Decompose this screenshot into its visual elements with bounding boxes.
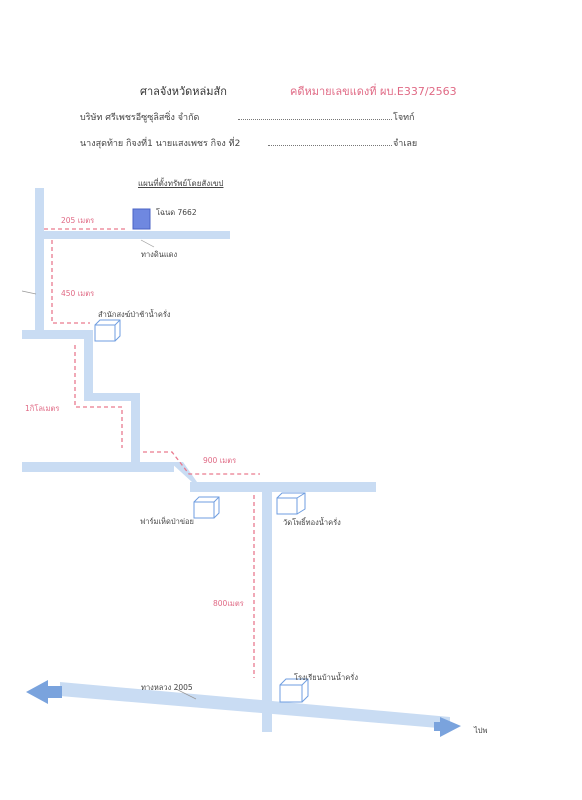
route-segment-3 — [74, 345, 123, 448]
distance-450m: 450 เมตร — [61, 289, 95, 298]
label-highway: ทางหลวง 2005 — [141, 683, 193, 692]
label-school: โรงเรียนบ้านน้ำครั่ง — [294, 673, 358, 682]
building-temple-icon — [276, 492, 306, 515]
pointer-highway — [175, 688, 197, 700]
case-number: คดีหมายเลขแดงที่ ผบ.E337/2563 — [290, 85, 457, 98]
road-school-vertical — [262, 482, 272, 732]
label-direction: ไปพ — [474, 726, 488, 735]
road-left-vertical — [35, 188, 44, 336]
route-segment-2 — [51, 240, 90, 324]
road-mid-vertical-2 — [131, 393, 140, 465]
plaintiff-role: โจทก์ — [393, 113, 415, 123]
road-main-horizontal — [22, 462, 174, 472]
plaintiff-name: บริษัท ศรีเพชรอีซูซุลิสซิ่ง จำกัด — [80, 113, 200, 123]
plaintiff-dots — [238, 119, 392, 120]
arrow-left-icon — [26, 680, 62, 704]
pointer-dirt-road — [140, 239, 155, 248]
road-dirt — [44, 231, 230, 239]
label-temple: วัดโพธิ์ทองน้ำครั่ง — [283, 518, 341, 527]
court-name: ศาลจังหวัดหล่มสัก — [140, 85, 227, 98]
building-mushroom-farm-icon — [193, 496, 220, 519]
road-highway — [60, 682, 450, 729]
route-segment-4 — [143, 451, 260, 475]
road-junction-upper — [22, 330, 92, 339]
defendant-role: จำเลย — [393, 139, 418, 149]
road-lower-horizontal — [190, 482, 376, 492]
label-dirt-road: ทางดินแดง — [141, 250, 178, 259]
road-mid-step — [84, 393, 140, 401]
distance-1km: 1กิโลเมตร — [25, 404, 60, 413]
defendant-dots — [268, 145, 392, 146]
label-title-deed: โฉนด 7662 — [156, 208, 197, 217]
title-deed-plot — [132, 208, 151, 230]
arrow-right-icon — [434, 717, 461, 737]
label-forest-office: สำนักสงฆ์ป่าช้าน้ำครั่ง — [98, 310, 171, 319]
building-forest-office-icon — [94, 319, 121, 342]
map-title: แผนที่ตั้งทรัพย์โดยสังเขป — [138, 179, 224, 188]
road-mid-vertical-1 — [84, 330, 93, 401]
label-mushroom-farm: ฟาร์มเห็ดป่าข่อย — [140, 517, 194, 526]
defendant-names: นางสุดท้าย กิจงที่1 นายแสงเพชร กิจง ที่2 — [80, 139, 241, 149]
distance-800m: 800เมตร — [213, 599, 244, 608]
distance-900m: 900 เมตร — [203, 456, 237, 465]
pointer-lines — [21, 239, 197, 700]
road-bend — [170, 462, 197, 482]
buildings — [94, 319, 309, 703]
route-path — [44, 228, 260, 678]
building-school-icon — [279, 678, 309, 703]
pointer-left — [21, 290, 37, 295]
distance-205m: 205 เมตร — [61, 216, 95, 225]
roads — [22, 188, 450, 732]
